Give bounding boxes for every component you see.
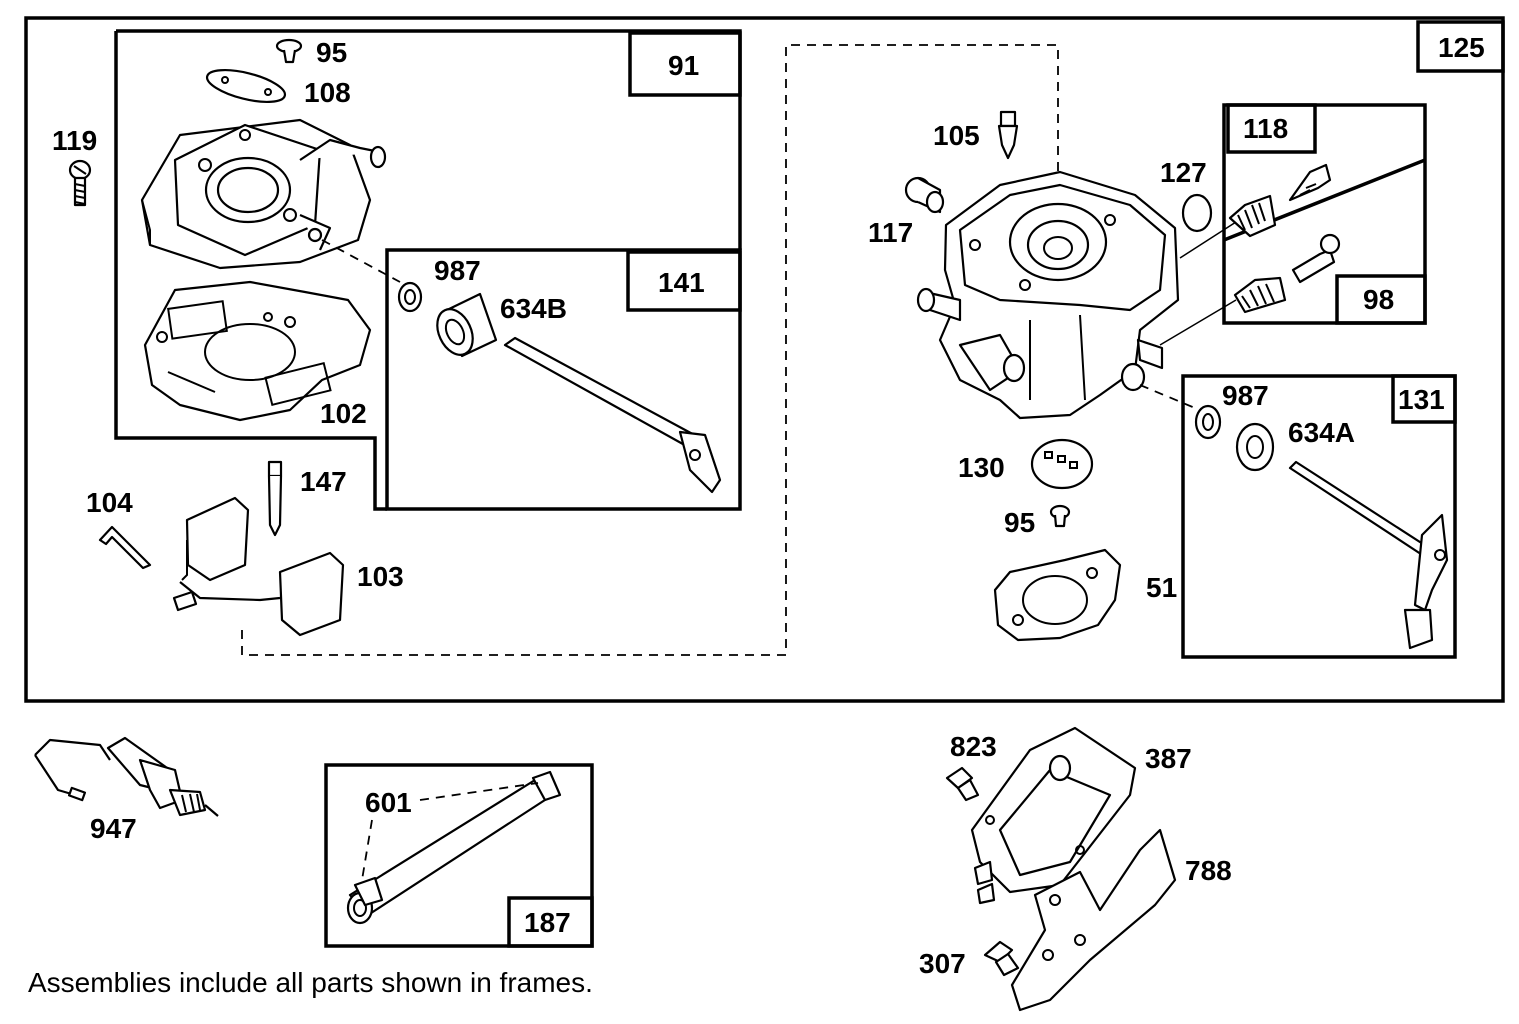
- part-label-51: 51: [1146, 572, 1177, 603]
- frame-91-label: 91: [668, 50, 699, 81]
- screw-307-icon: [983, 940, 1020, 977]
- main-mixture-screw-98-icon: [1233, 233, 1341, 314]
- throttle-shaft-left-icon: [503, 336, 722, 494]
- seal-634a-icon: [1235, 422, 1275, 472]
- frame-131-border: [1181, 374, 1457, 659]
- screw-95-right-icon: [1049, 504, 1071, 528]
- idle-mixture-screw-118-icon: [1228, 163, 1332, 238]
- frame-98-tag: [1335, 274, 1427, 325]
- leader-dash-987-right: [1139, 384, 1196, 409]
- part-label-117: 117: [868, 217, 913, 248]
- part-label-127: 127: [1160, 157, 1207, 188]
- part-label-147: 147: [300, 466, 347, 497]
- part-label-601: 601: [365, 787, 412, 818]
- part-label-987-left: 987: [434, 255, 481, 286]
- frame-187-border: [324, 763, 594, 948]
- float-pin-104-icon: [98, 525, 152, 570]
- frame-98-label: 98: [1363, 284, 1394, 315]
- part-label-307: 307: [919, 948, 966, 979]
- float-103-icon: [172, 496, 345, 637]
- leader-118: [1179, 221, 1237, 259]
- frame-131-tag: [1391, 374, 1457, 424]
- assembly-footnote: Assemblies include all parts shown in fr…: [28, 967, 593, 998]
- part-label-823: 823: [950, 731, 997, 762]
- fuel-line-187-icon: [346, 770, 562, 925]
- screw-119-icon: [68, 159, 92, 207]
- part-label-119: 119: [52, 125, 97, 156]
- frame-125-border: [24, 16, 1505, 703]
- washer-987-left-icon: [397, 281, 423, 313]
- screw-95-top-icon: [275, 38, 303, 64]
- throttle-shaft-right-icon: [1288, 460, 1449, 650]
- gasket-51-icon: [993, 548, 1122, 642]
- part-label-103: 103: [357, 561, 404, 592]
- frame-141-tag: [626, 250, 742, 312]
- leader-601: [361, 782, 539, 881]
- welch-plug-127-icon: [1181, 193, 1213, 233]
- float-needle-147-icon: [267, 460, 283, 537]
- carburetor-upper-body-icon: [140, 118, 387, 270]
- plug-117-icon: [904, 176, 945, 214]
- frame-91-tag: [628, 31, 742, 97]
- frame-187-tag: [507, 896, 594, 948]
- frame-125-tag: [1416, 20, 1505, 73]
- part-label-634a: 634A: [1288, 417, 1355, 448]
- part-label-95-right: 95: [1004, 507, 1035, 538]
- part-label-105: 105: [933, 120, 980, 151]
- part-label-634b: 634B: [500, 293, 567, 324]
- part-label-108: 108: [304, 77, 351, 108]
- part-label-102: 102: [320, 398, 367, 429]
- part-label-95-top: 95: [316, 37, 347, 68]
- frame-141-border: [385, 248, 742, 511]
- fuel-solenoid-947-icon: [34, 736, 219, 817]
- carburetor-main-body-icon: [916, 170, 1180, 420]
- frame-118-tag: [1226, 103, 1317, 154]
- part-label-104: 104: [86, 487, 133, 518]
- part-label-947: 947: [90, 813, 137, 844]
- cover-plate-108-icon: [205, 69, 287, 103]
- part-label-130: 130: [958, 452, 1005, 483]
- frame-131-label: 131: [1398, 384, 1445, 415]
- frame-118-label: 118: [1243, 113, 1288, 144]
- part-label-788: 788: [1185, 855, 1232, 886]
- bushing-634b-icon: [436, 292, 498, 358]
- part-label-387: 387: [1145, 743, 1192, 774]
- screw-823-icon: [945, 766, 980, 802]
- frame-187-label: 187: [524, 907, 571, 938]
- gasket-102-icon: [143, 280, 372, 422]
- throttle-plate-130-icon: [1030, 438, 1094, 490]
- inlet-needle-105-icon: [997, 110, 1019, 160]
- part-label-987-right: 987: [1222, 380, 1269, 411]
- assembly-dashed-link: [241, 44, 1059, 656]
- bracket-788-icon: [1010, 828, 1177, 1012]
- leader-98: [1159, 299, 1237, 346]
- frame-141-label: 141: [658, 267, 705, 298]
- frame-118-98-border: [1222, 103, 1427, 325]
- fuel-pump-387-icon: [970, 726, 1137, 905]
- frame-125-label: 125: [1438, 32, 1485, 63]
- frame-91-border: [114, 29, 742, 511]
- washer-987-right-icon: [1194, 404, 1222, 440]
